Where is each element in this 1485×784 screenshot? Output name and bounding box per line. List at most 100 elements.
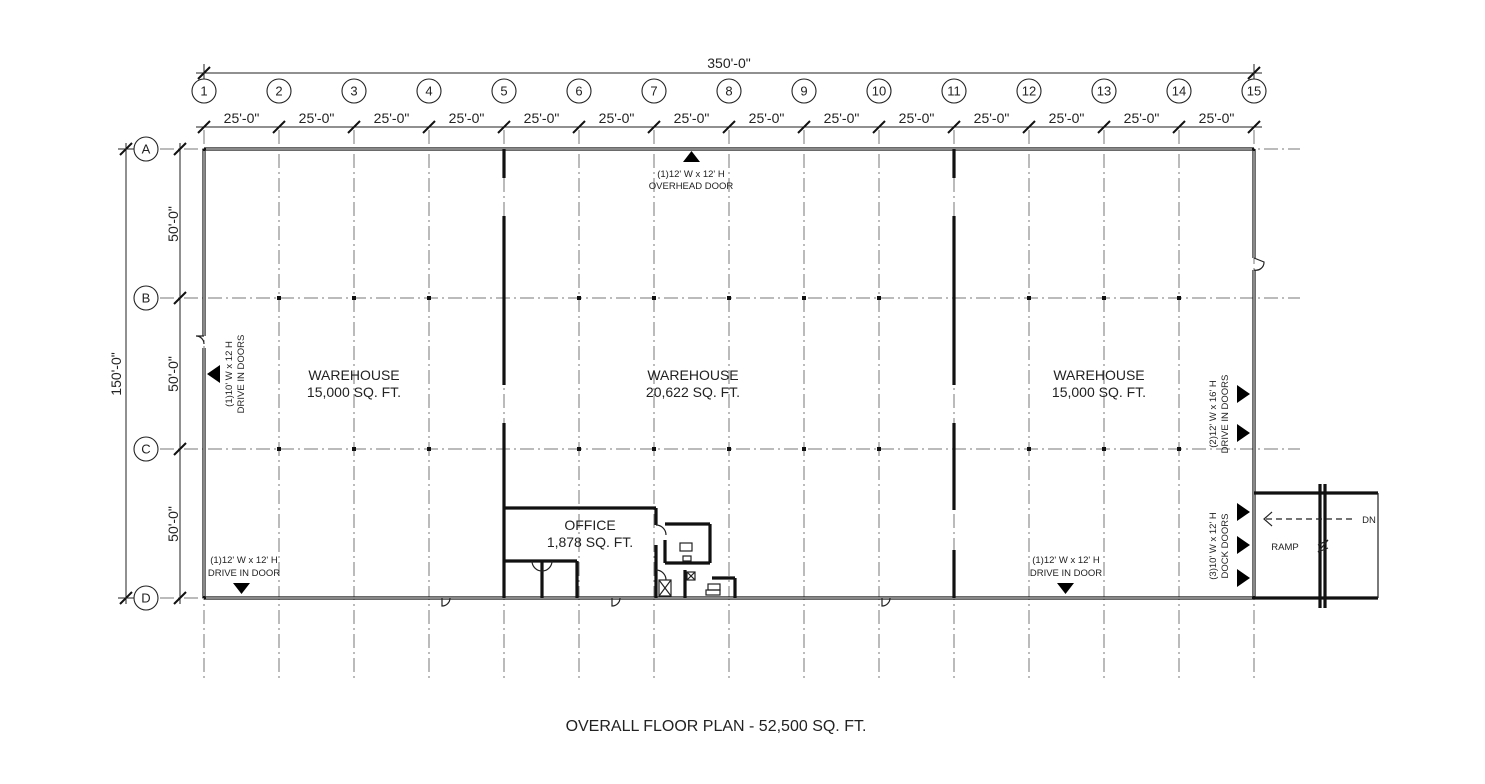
room-labels: WAREHOUSE 15,000 SQ. FT. WAREHOUSE 20,62… xyxy=(307,367,1146,550)
column-bubble-13: 13 xyxy=(1091,78,1117,104)
bay-dimension-string: 25'-0" 25'-0" 25'-0" 25'-0" 25'-0" 25'-0… xyxy=(196,110,1262,134)
overall-depth-dimension: 150'-0" xyxy=(108,142,134,605)
row-dim-b-c: 50'-0" xyxy=(165,356,181,392)
svg-text:D: D xyxy=(141,591,150,606)
row-dim-a-b: 50'-0" xyxy=(165,206,181,242)
row-bubbles: A B C D xyxy=(133,136,159,611)
row-dim-c-d: 50'-0" xyxy=(165,506,181,542)
drive-in-door-left-icon xyxy=(207,365,220,383)
exterior-walls xyxy=(202,147,1256,600)
bay-dim-1-2: 25'-0" xyxy=(224,110,260,126)
svg-text:11: 11 xyxy=(947,84,961,99)
ramp-label: RAMP xyxy=(1271,542,1298,553)
column-bubble-7: 7 xyxy=(641,78,667,104)
svg-text:5: 5 xyxy=(500,84,507,99)
svg-text:8: 8 xyxy=(725,84,732,99)
bay-dim-6-7: 25'-0" xyxy=(599,110,635,126)
bottom-right-door-note-line1: (1)12' W x 12' H xyxy=(1032,555,1100,566)
overhead-door-note-line1: (1)12' W x 12' H xyxy=(657,169,725,180)
svg-text:3: 3 xyxy=(350,84,357,99)
svg-text:13: 13 xyxy=(1097,84,1111,99)
bay-dim-2-3: 25'-0" xyxy=(299,110,335,126)
drive-in-door-bottom-left-icon xyxy=(233,583,250,594)
ramp-direction-label: DN xyxy=(1362,515,1376,526)
column-bubble-15: 15 xyxy=(1241,78,1267,104)
column-bubble-5: 5 xyxy=(491,78,517,104)
bay-dim-13-14: 25'-0" xyxy=(1124,110,1160,126)
svg-text:C: C xyxy=(141,442,150,457)
bay-dim-5-6: 25'-0" xyxy=(524,110,560,126)
column-markers xyxy=(277,296,1181,451)
office-area xyxy=(504,506,737,598)
bay-dim-8-9: 25'-0" xyxy=(749,110,785,126)
overall-depth-label: 150'-0" xyxy=(108,352,124,395)
overall-width-label: 350'-0" xyxy=(707,55,750,71)
bottom-right-door-note-line2: DRIVE IN DOOR xyxy=(1030,568,1102,579)
svg-text:12: 12 xyxy=(1022,84,1036,99)
bay-dim-3-4: 25'-0" xyxy=(374,110,410,126)
svg-text:4: 4 xyxy=(425,84,432,99)
right-drive-in-note-line2: DRIVE IN DOORS xyxy=(1220,375,1231,454)
column-bubble-12: 12 xyxy=(1016,78,1042,104)
drawing-title: OVERALL FLOOR PLAN - 52,500 SQ. FT. xyxy=(566,718,867,735)
column-bubble-6: 6 xyxy=(566,78,592,104)
bay-dim-10-11: 25'-0" xyxy=(899,110,935,126)
column-bubble-14: 14 xyxy=(1166,78,1192,104)
overall-width-dimension: 350'-0" xyxy=(196,55,1262,80)
warehouse-west-name: WAREHOUSE xyxy=(308,367,399,383)
svg-text:7: 7 xyxy=(650,84,657,99)
door-markers xyxy=(207,151,1250,594)
column-bubble-2: 2 xyxy=(266,78,292,104)
warehouse-east-area: 15,000 SQ. FT. xyxy=(1052,384,1146,400)
demising-walls xyxy=(502,149,956,598)
svg-text:2: 2 xyxy=(275,84,282,99)
bay-dim-9-10: 25'-0" xyxy=(824,110,860,126)
door-notes: (1)12' W x 12' H OVERHEAD DOOR (1)10' W … xyxy=(208,169,1231,580)
row-bubble-a: A xyxy=(133,136,159,162)
office-area-label: 1,878 SQ. FT. xyxy=(547,534,633,550)
left-door-note-line1: (1)10' W x 12 H xyxy=(224,341,235,407)
svg-text:B: B xyxy=(142,291,151,306)
column-bubble-1: 1 xyxy=(191,78,217,104)
column-bubble-3: 3 xyxy=(341,78,367,104)
dock-door-2-icon xyxy=(1237,536,1250,554)
drive-in-door-right-1-icon xyxy=(1237,385,1250,403)
left-door-note-line2: DRIVE IN DOORS xyxy=(236,335,247,414)
bay-dim-7-8: 25'-0" xyxy=(674,110,710,126)
bay-dim-4-5: 25'-0" xyxy=(449,110,485,126)
column-bubble-10: 10 xyxy=(866,78,892,104)
svg-text:14: 14 xyxy=(1172,84,1186,99)
dock-ramp: DN RAMP xyxy=(1254,484,1379,608)
drive-in-door-right-2-icon xyxy=(1237,424,1250,442)
column-bubble-11: 11 xyxy=(941,78,967,104)
bottom-left-door-note-line1: (1)12' W x 12' H xyxy=(210,555,278,566)
column-bubble-4: 4 xyxy=(416,78,442,104)
bay-dim-14-15: 25'-0" xyxy=(1199,110,1235,126)
row-bubble-d: D xyxy=(133,585,159,611)
svg-text:6: 6 xyxy=(575,84,582,99)
office-name: OFFICE xyxy=(564,517,615,533)
bottom-left-door-note-line2: DRIVE IN DOOR xyxy=(208,568,280,579)
bay-dim-11-12: 25'-0" xyxy=(974,110,1010,126)
overhead-door-icon xyxy=(683,151,700,162)
warehouse-east-name: WAREHOUSE xyxy=(1053,367,1144,383)
svg-text:A: A xyxy=(142,142,151,157)
warehouse-center-name: WAREHOUSE xyxy=(647,367,738,383)
dock-door-note-line1: (3)10' W x 12' H xyxy=(1208,512,1219,580)
row-bubble-c: C xyxy=(133,436,159,462)
column-bubbles: 1 2 3 4 5 6 7 8 9 10 11 12 13 14 15 xyxy=(191,78,1267,104)
svg-text:15: 15 xyxy=(1247,84,1261,99)
bay-dim-12-13: 25'-0" xyxy=(1049,110,1085,126)
warehouse-west-area: 15,000 SQ. FT. xyxy=(307,384,401,400)
dock-door-note-line2: DOCK DOORS xyxy=(1220,514,1231,579)
dock-door-1-icon xyxy=(1237,503,1250,521)
right-drive-in-note-line1: (2)12' W x 16' H xyxy=(1208,380,1219,448)
svg-text:10: 10 xyxy=(872,84,886,99)
drive-in-door-bottom-right-icon xyxy=(1057,583,1074,594)
dock-door-3-icon xyxy=(1237,569,1250,587)
warehouse-center-area: 20,622 SQ. FT. xyxy=(646,384,740,400)
row-bubble-b: B xyxy=(133,285,159,311)
column-bubble-8: 8 xyxy=(716,78,742,104)
man-doors xyxy=(195,257,1265,607)
row-bay-dimension-string: 50'-0" 50'-0" 50'-0" xyxy=(165,142,187,605)
